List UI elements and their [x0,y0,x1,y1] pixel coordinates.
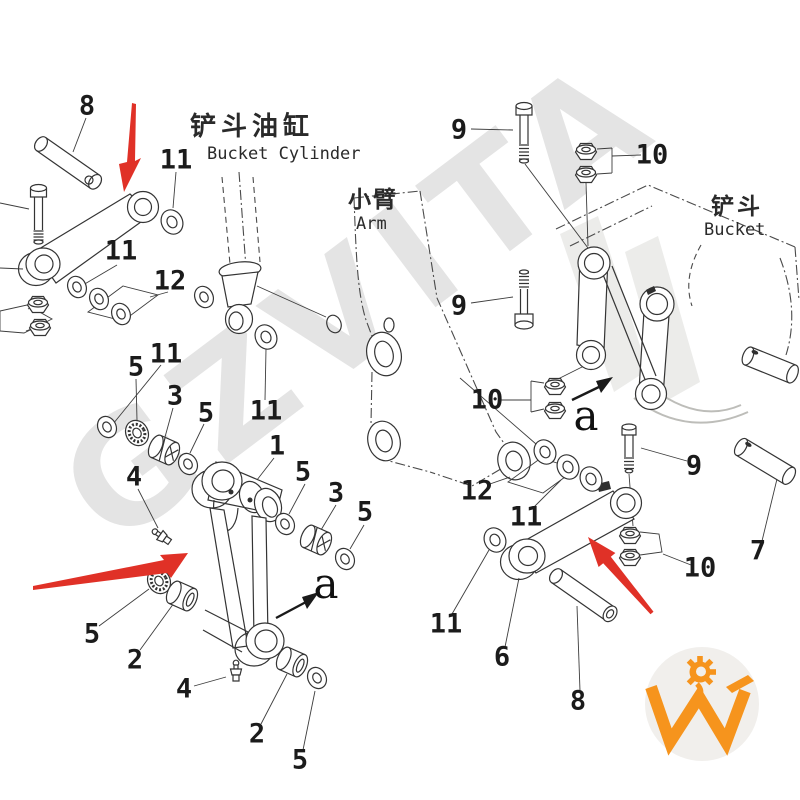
nut-10-mid-b [543,401,567,420]
nut [26,295,50,314]
bolt-9-mid [514,269,534,330]
logo-hammer [726,675,754,693]
nut-10-top-b [574,165,598,184]
cylinder-rod-end [218,261,262,335]
washer-12-trio [552,450,584,484]
logo-gear-tail [695,682,704,701]
bushing-3-right [296,522,336,558]
view-arrow-right [596,377,613,393]
leader-lines [0,117,778,751]
washer-11 [250,320,282,354]
red-arrow-bottom-right [588,537,654,615]
grease-fitting-bottom [229,659,243,682]
red-arrow-bottom-left [33,553,188,590]
nut-10-low-a [618,526,642,545]
link-arm-right [499,481,643,581]
washer-11 [156,205,188,239]
bucket-cylinder [218,171,342,335]
bolt-9-top [515,101,533,164]
seal-5 [331,544,359,574]
washer-11 [93,412,121,442]
arm-outline [353,190,531,487]
view-arrows [275,377,613,620]
washer-12-row [107,299,135,329]
arm-boss-lower [367,420,401,462]
pin-8-top [33,136,103,190]
nut-10-mid-a [543,377,567,396]
pin-7-lower [733,437,797,485]
washer-12-row [85,284,113,314]
idler-link [191,461,285,667]
arm-boss-upper [366,331,402,377]
link-arm-top-left [17,190,160,287]
brand-logo [645,647,759,761]
grease-fitting-left [148,524,174,548]
red-arrow-top-left [119,103,141,192]
washer-11 [479,523,511,557]
nut [28,318,52,337]
washer-12-row [63,272,91,302]
bolt-left [29,183,48,245]
nut-10-low-b [618,548,642,567]
pin-8-bottom [548,568,618,623]
view-arrow-center [302,592,319,609]
plate-ring [575,246,675,411]
washer-11 [190,282,218,312]
bearing-5 [119,414,155,452]
shim-flag-left [86,285,160,322]
pin-7-upper [741,346,799,384]
seal-5 [303,663,331,693]
arm-boss-tip [497,441,531,481]
bucket-link-plates [575,246,675,411]
gear-icon [686,656,716,686]
bolt-9-right [621,423,637,474]
bushing-3-left [144,432,184,468]
nut-10-top-a [574,142,598,161]
red-arrows [33,103,654,615]
